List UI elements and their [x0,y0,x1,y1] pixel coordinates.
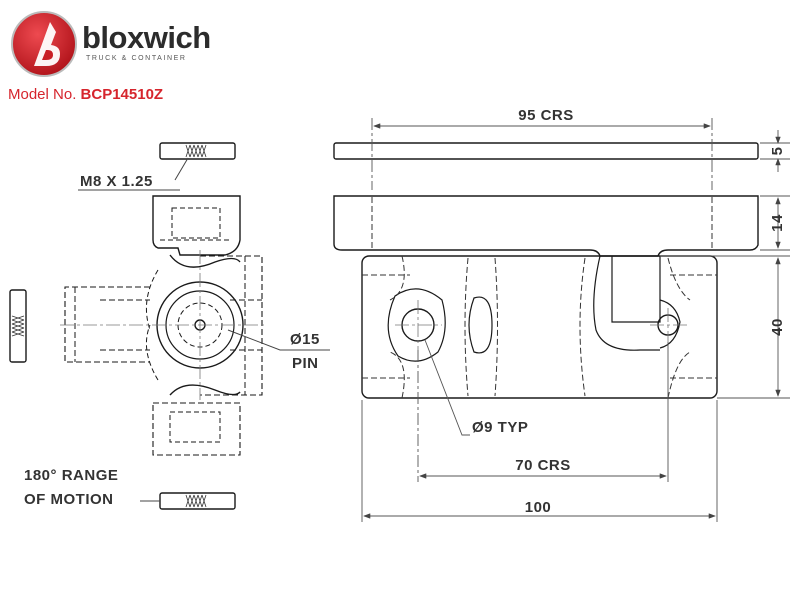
pin-label: PIN [292,355,319,372]
top-thin-plate [333,142,759,160]
center-slot [468,296,493,354]
dim-hole-9-typ: Ø9 TYP [472,419,528,436]
thread-hatch-icon [185,494,207,508]
left-thread-block [9,289,27,363]
lower-knuckle-dashed [152,402,241,456]
range-of-motion-line1: 180° RANGE [24,467,118,484]
right-plate-dashed [200,255,263,396]
model-label: Model No. [8,86,77,103]
brand-name: bloxwich [82,20,211,55]
dim-70-crs: 70 CRS [515,457,571,474]
dim-40: 40 [769,318,786,336]
top-thread-block [159,142,236,160]
thread-hatch-icon [185,144,207,158]
main-body [361,255,718,399]
side-view [9,142,330,510]
model-number: BCP14510Z [80,86,164,103]
dim-14: 14 [769,214,786,232]
dim-100: 100 [525,499,552,516]
thread-hatch-icon [11,315,25,337]
bloxwich-logo-icon [11,11,77,77]
dimension-lines [361,118,790,522]
upper-knuckle [152,195,241,256]
dim-5: 5 [769,147,786,156]
left-plate-dashed [64,286,150,363]
thread-callout: M8 X 1.25 [80,173,153,190]
range-of-motion-line2: OF MOTION [24,491,114,508]
pin-diameter: Ø15 [290,331,320,348]
brand-tagline: TRUCK & CONTAINER [86,55,187,62]
dim-95-crs: 95 CRS [518,107,574,124]
leaf-plate [333,195,759,257]
model-number-line: Model No. BCP14510Z [8,86,163,103]
front-view [333,142,759,399]
